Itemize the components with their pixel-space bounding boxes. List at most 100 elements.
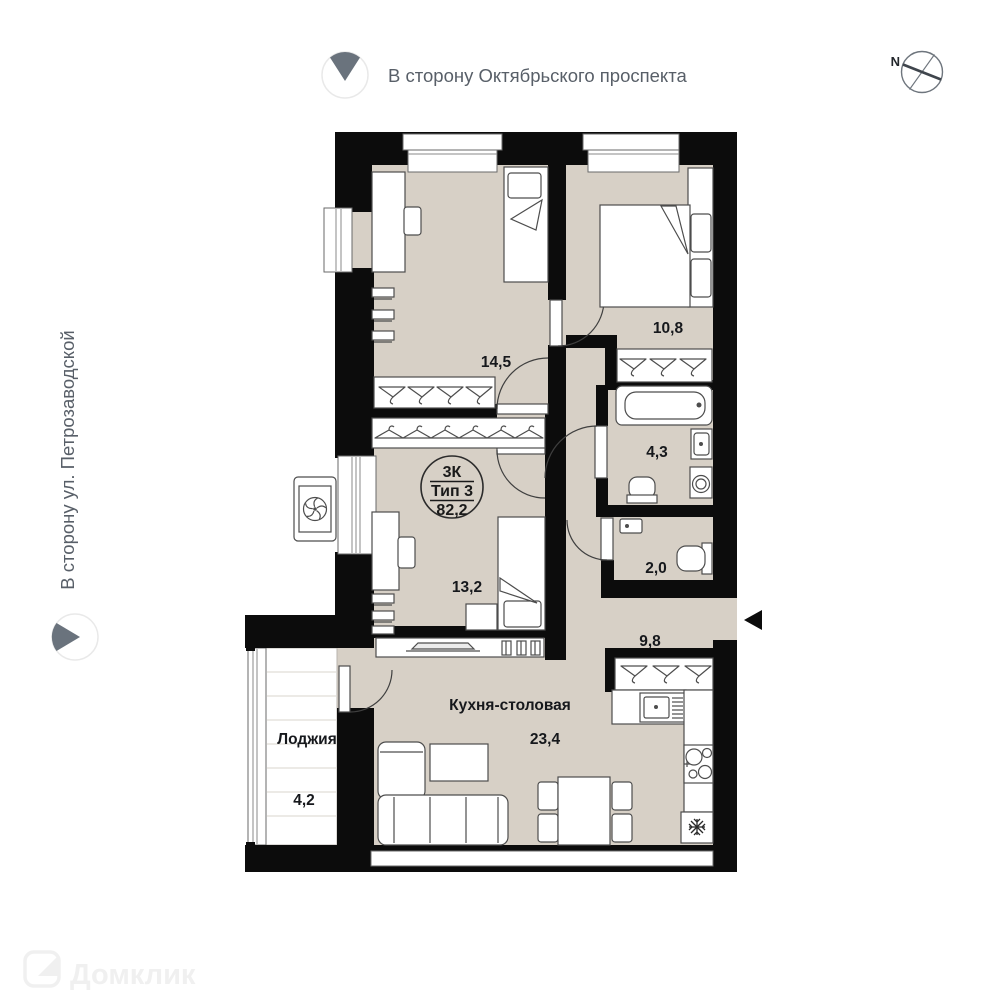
bedroom3-furniture [371, 511, 546, 635]
bathroom-toilet [626, 476, 658, 504]
dining-chair [611, 813, 633, 843]
wall-closet-left [605, 648, 617, 692]
bedroom3-nightstand [465, 603, 498, 631]
wc-toilet [676, 542, 713, 575]
label-bedroom3-area: 13,2 [452, 579, 482, 596]
bedroom1-shelves [371, 287, 395, 343]
bedroom2-pillow-2 [690, 258, 712, 298]
bedroom3-shelves [371, 593, 395, 635]
compass: N [891, 50, 944, 94]
wall-right-a [713, 132, 737, 598]
wc-sink [619, 518, 643, 534]
snowflake-icon [688, 818, 706, 836]
door-bathroom [544, 425, 608, 479]
label-loggia-area: 4,2 [293, 792, 315, 809]
direction-left: В сторону ул. Петрозаводской [51, 330, 99, 661]
bedroom1-chair [403, 206, 422, 236]
label-bathroom-area: 4,3 [646, 444, 668, 461]
stamp-area: 82,2 [436, 502, 467, 519]
fridge [680, 811, 714, 844]
label-bedroom2-area: 10,8 [653, 320, 684, 337]
kitchen-sink [639, 692, 687, 723]
door-loggia [338, 665, 393, 713]
wall-left-b [335, 268, 374, 458]
fan-icon [302, 496, 328, 522]
window-left-1 [323, 207, 353, 273]
dining-chair [537, 781, 559, 811]
wall-wardrobe-left [605, 343, 617, 385]
windows [323, 133, 714, 867]
sink-drainer [672, 697, 683, 719]
tv [410, 642, 476, 650]
entrance-arrow-icon [744, 610, 762, 630]
door-wc [566, 517, 614, 561]
washing-machine [689, 466, 713, 499]
coffee-table [429, 743, 489, 782]
loggia-glazing-cap-bottom [246, 842, 255, 853]
watermark-brand: Домклик [70, 959, 196, 991]
ventilation-unit [293, 476, 337, 542]
bathtub [615, 385, 713, 426]
label-loggia-name: Лоджия [277, 731, 337, 748]
bathroom-sink [690, 428, 713, 460]
hallway-wardrobe [371, 417, 546, 449]
direction-top-label: В сторону Октябрьского проспекта [388, 65, 688, 86]
label-kitchen-area: 23,4 [530, 731, 561, 748]
wall-vestibule [566, 335, 617, 348]
bedroom1-blanket-fold [509, 198, 543, 231]
window-top-1 [402, 133, 503, 173]
bedroom1-wardrobe [373, 376, 496, 409]
window-left-2 [337, 455, 377, 555]
kitchen-fixtures [375, 637, 714, 846]
stamp-rooms: 3К [443, 464, 462, 481]
compass-circle [900, 50, 944, 94]
bathroom-fixtures [615, 385, 713, 504]
wc-fixtures [619, 518, 713, 575]
wall-bath-top [605, 380, 713, 390]
loggia-glazing-cap-top [246, 640, 255, 651]
apartment-stamp: 3К Тип 3 82,2 [420, 455, 484, 519]
compass-needle-thick [902, 63, 942, 81]
wall-bath-bottom [596, 505, 713, 517]
wall-closet-top [605, 648, 713, 658]
entrance-threshold [713, 598, 737, 640]
label-hall-area: 9,8 [639, 633, 661, 650]
door-bedroom1 [496, 357, 549, 415]
direction-top: В сторону Октябрьского проспекта [321, 51, 688, 99]
bedroom2-wardrobe [616, 348, 713, 383]
tv-console [375, 637, 545, 658]
bedroom3-desk [371, 511, 400, 591]
bedroom3-blanket-fold [499, 576, 538, 604]
label-kitchen-name: Кухня-столовая [449, 697, 571, 714]
dining-chair [537, 813, 559, 843]
sofa [377, 741, 509, 846]
loggia-floor-stripes [267, 671, 336, 817]
dining-set [537, 776, 633, 846]
watermark: Домклик [23, 950, 196, 991]
dining-chair [611, 781, 633, 811]
bedroom2-pillow-1 [690, 213, 712, 253]
wall-bedroom-divider [548, 165, 566, 300]
wall-right-b [713, 640, 737, 872]
bedroom3-pillow [503, 600, 542, 628]
window-kitchen-bottom [370, 850, 714, 867]
door-bedroom2 [549, 299, 605, 347]
room-labels: 14,5 10,8 4,3 2,0 13,2 9,8 Кухня-столова… [277, 320, 683, 809]
bedroom3-chair [397, 536, 416, 569]
bedroom1-desk [371, 171, 406, 273]
wall-bath-left-b [596, 478, 608, 508]
watermark-logo-arrow [38, 956, 58, 976]
doors [338, 299, 614, 713]
wall-wc-bottom [601, 580, 713, 598]
direction-left-label: В сторону ул. Петрозаводской [57, 330, 78, 589]
bedroom2-furniture [599, 167, 714, 383]
wall-left-c [335, 552, 374, 616]
bedroom1-furniture [371, 166, 549, 409]
wall-loggia-kitchen [337, 708, 374, 848]
wall-bedroom3-right [545, 408, 566, 660]
console-items [501, 640, 541, 656]
wall-left-a [335, 132, 372, 212]
compass-north-label: N [891, 54, 900, 69]
wall-divider-mid [548, 345, 566, 408]
